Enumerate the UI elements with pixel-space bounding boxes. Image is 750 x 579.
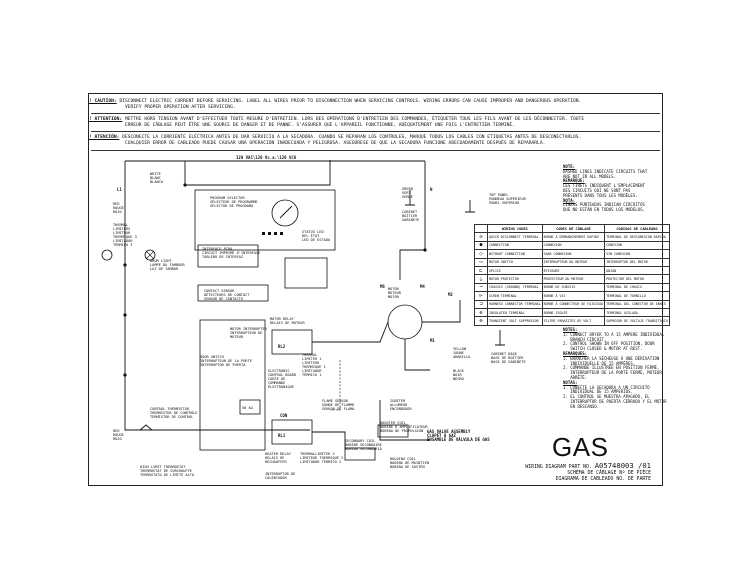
relay-block — [284, 257, 328, 289]
drive-motor — [387, 304, 423, 340]
program-selector-box — [194, 189, 336, 251]
diagram-sheet: ! CAUTION: DISCONNECT ELECTRIC CURRENT B… — [88, 93, 663, 486]
part-number: A05748003 /01 — [594, 461, 651, 470]
motor-wire-2 — [422, 300, 461, 323]
control-thermistor — [239, 399, 261, 415]
table-header-row: WIRING CODES CODES DE CÂBLAGE CÓDIGOS DE… — [474, 223, 670, 234]
notes-installation: NOTES: 1. CONNECT DRYER TO A 15 AMPERE I… — [563, 327, 667, 409]
supply-label: 120 VAC\120 Vc.a.\120 VCA — [236, 155, 297, 160]
drum-light-symbol — [144, 249, 156, 261]
caution-en: ! CAUTION: DISCONNECT ELECTRIC CURRENT B… — [89, 99, 582, 110]
thermistor-value: 50 kΩ — [242, 406, 254, 410]
part-number-block: WIRING DIAGRAM PART NO. A05748003 /01 SC… — [525, 461, 651, 482]
rl1-label: RL1 — [278, 433, 286, 438]
motor-relay-rl2 — [271, 329, 313, 355]
cabinet-ground-symbol — [405, 190, 415, 206]
m6-label: M6 — [380, 284, 385, 289]
rl2-label: RL2 — [278, 344, 286, 349]
label-con: CON — [280, 413, 288, 418]
divider — [91, 131, 660, 132]
terminal-l1: L1 — [117, 187, 122, 192]
white-wire — [184, 160, 331, 186]
wiring-codes-table: WIRING CODES CODES DE CÂBLAGE CÓDIGOS DE… — [474, 223, 670, 326]
knob-pointer — [279, 205, 293, 219]
high-limit-thermostat — [125, 424, 200, 431]
flame-sensor-wire — [330, 360, 341, 411]
selector-knob — [271, 199, 299, 227]
top-panel-ground — [465, 200, 475, 213]
fuel-type: GAS — [552, 432, 609, 462]
terminal-n: N — [430, 187, 433, 192]
m4-label: M4 — [420, 284, 425, 289]
divider — [91, 150, 660, 151]
motor-wire-3 — [404, 339, 430, 371]
holding-coil — [344, 447, 376, 461]
gas-valve-wire — [379, 400, 430, 441]
contact-sensor-box — [197, 284, 269, 302]
cabinet-base-ground — [495, 330, 505, 346]
heater-relay-rl1 — [271, 419, 313, 445]
thermal-limiter-3 — [101, 249, 113, 261]
status-led-array — [262, 232, 283, 235]
caution-fr: ! ATTENTION: METTRE HORS TENSION AVANT D… — [89, 117, 585, 128]
booster-coil — [377, 424, 409, 438]
motor-wire — [312, 321, 389, 343]
interface-pcba-box — [197, 244, 259, 268]
notes-dashed: NOTE: DASHED LINES INDICATE CIRCUITS THA… — [563, 164, 648, 213]
divider — [91, 113, 660, 114]
neutral-wire — [399, 161, 426, 280]
m2-label: M2 — [448, 292, 453, 297]
m1-label: M1 — [430, 338, 435, 343]
caution-es: ! ATENCIÓN: DESCONECTE LA CORRIENTE ELÉC… — [89, 135, 582, 146]
electronic-control-board — [199, 319, 266, 451]
heater-wire — [312, 431, 346, 448]
